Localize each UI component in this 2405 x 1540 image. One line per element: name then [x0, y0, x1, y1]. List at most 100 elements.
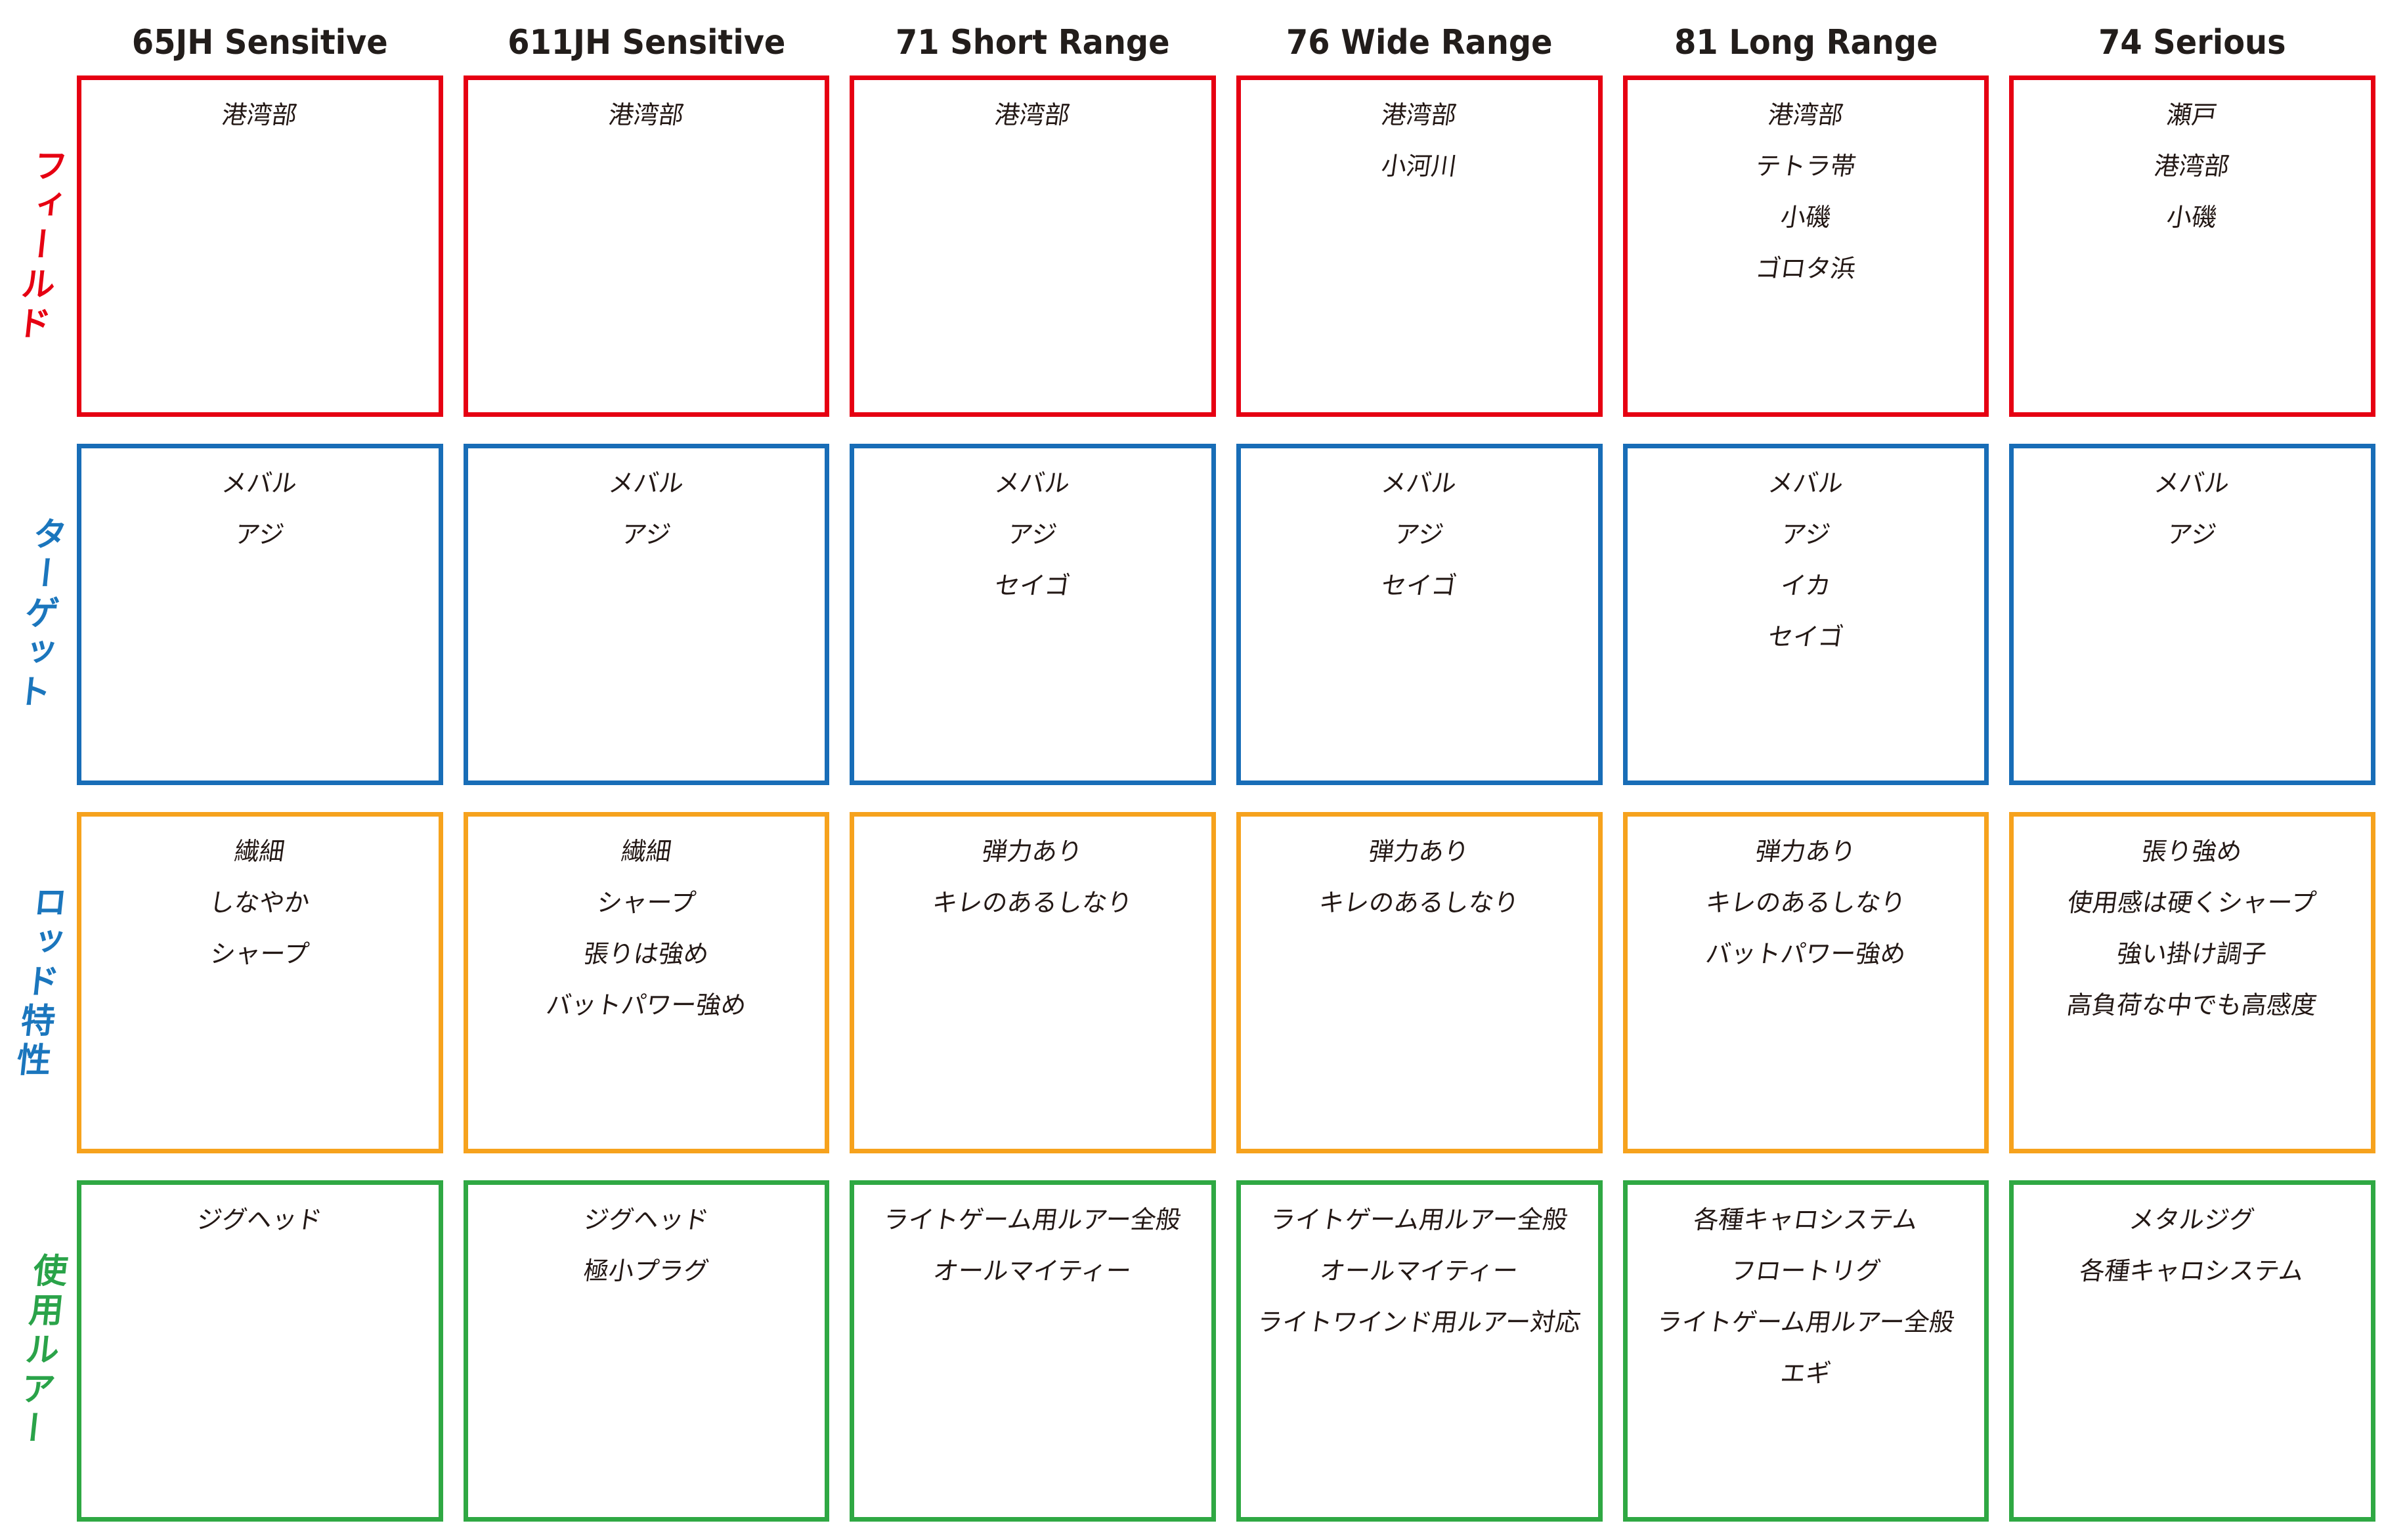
cell-lure: ジグヘッド — [77, 1180, 443, 1522]
cell-field: 港湾部テトラ帯小磯ゴロタ浜 — [1622, 75, 1989, 417]
cell-rod: 繊細しなやかシャープ — [77, 812, 443, 1153]
cell-field: 港湾部 — [77, 75, 443, 417]
cell-text: 港湾部 — [2152, 151, 2232, 181]
cell-text: 港湾部 — [606, 100, 686, 129]
cell-text: ライトゲーム用ルアー全般 — [1655, 1307, 1957, 1337]
cell-text: ゴロタ浜 — [1753, 253, 1858, 283]
cell-text: フロートリグ — [1728, 1256, 1883, 1285]
cell-text: アジ — [1392, 519, 1446, 549]
row-label-target: ターゲット — [0, 444, 77, 785]
column-title: 76 Wide Range — [1286, 23, 1553, 62]
cell-target: メバルアジセイゴ — [1236, 444, 1603, 785]
column-title: 74 Serious — [2098, 23, 2286, 62]
cell-text: セイゴ — [993, 570, 1072, 600]
cell-target: メバルアジ — [77, 444, 443, 785]
cell-text: オールマイティー — [1318, 1256, 1520, 1285]
cell-text: シャープ — [595, 888, 697, 917]
row-label-text: 使用ルアー — [9, 1252, 69, 1449]
cell-field: 港湾部 — [463, 75, 830, 417]
cell-text: ジグヘッド — [195, 1205, 324, 1234]
column-title: 71 Short Range — [896, 23, 1170, 62]
cell-text: 弾力あり — [1367, 836, 1471, 866]
cell-rod: 繊細シャープ張りは強めバットパワー強め — [463, 812, 830, 1153]
cell-text: ジグヘッド — [581, 1205, 711, 1234]
row-field: フィールド 港湾部港湾部港湾部港湾部小河川港湾部テトラ帯小磯ゴロタ浜瀬戸港湾部小… — [0, 75, 2375, 417]
cell-field: 港湾部 — [850, 75, 1216, 417]
cell-lure: ライトゲーム用ルアー全般オールマイティーライトワインド用ルアー対応 — [1236, 1180, 1603, 1522]
cell-text: 港湾部 — [993, 100, 1072, 129]
cell-text: アジ — [1779, 519, 1832, 549]
cell-lure: ライトゲーム用ルアー全般オールマイティー — [850, 1180, 1216, 1522]
cell-text: 港湾部 — [1379, 100, 1459, 129]
cell-target: メバルアジ — [2009, 444, 2375, 785]
cell-text: 小磯 — [1778, 202, 1833, 232]
cell-text: テトラ帯 — [1753, 151, 1858, 181]
cell-text: バットパワー強め — [544, 990, 748, 1019]
row-lures: 使用ルアー ジグヘッドジグヘッド極小プラグライトゲーム用ルアー全般オールマイティ… — [0, 1180, 2375, 1522]
cell-text: キレのあるしなり — [1317, 888, 1521, 917]
cell-text: バットパワー強め — [1703, 939, 1908, 968]
column-title: 81 Long Range — [1674, 23, 1938, 62]
cell-text: 張りは強め — [581, 939, 711, 968]
cells-rod-character: 繊細しなやかシャープ繊細シャープ張りは強めバットパワー強め弾力ありキレのあるしな… — [77, 812, 2375, 1153]
cell-lure: 各種キャロシステムフロートリグライトゲーム用ルアー全般エギ — [1622, 1180, 1989, 1522]
cell-text: エギ — [1778, 1358, 1833, 1388]
cell-text: 瀬戸 — [2165, 100, 2219, 129]
row-label-field: フィールド — [0, 75, 77, 417]
cell-text: オールマイティー — [932, 1256, 1134, 1285]
cell-field: 港湾部小河川 — [1236, 75, 1603, 417]
row-target: ターゲット メバルアジメバルアジメバルアジセイゴメバルアジセイゴメバルアジイカセ… — [0, 444, 2375, 785]
cell-text: メバル — [606, 468, 686, 498]
cell-text: アジ — [619, 519, 673, 549]
cell-text: 小河川 — [1379, 151, 1459, 181]
cell-text: 弾力あり — [980, 836, 1085, 866]
cell-text: 港湾部 — [1766, 100, 1846, 129]
cells-lures: ジグヘッドジグヘッド極小プラグライトゲーム用ルアー全般オールマイティーライトゲー… — [77, 1180, 2375, 1522]
cell-lure: メタルジグ各種キャロシステム — [2009, 1180, 2375, 1522]
cell-text: 繊細 — [618, 836, 674, 866]
cell-target: メバルアジセイゴ — [850, 444, 1216, 785]
cell-text: キレのあるしなり — [930, 888, 1135, 917]
column-title: 611JH Sensitive — [507, 23, 786, 62]
cell-text: 各種キャロシステム — [1691, 1205, 1920, 1234]
cell-text: アジ — [232, 519, 286, 549]
cell-text: アジ — [1006, 519, 1060, 549]
cells-field: 港湾部港湾部港湾部港湾部小河川港湾部テトラ帯小磯ゴロタ浜瀬戸港湾部小磯 — [77, 75, 2375, 417]
cell-text: メバル — [1379, 468, 1459, 498]
cell-field: 瀬戸港湾部小磯 — [2009, 75, 2375, 417]
cell-text: アジ — [2165, 519, 2219, 549]
row-label-lures: 使用ルアー — [0, 1180, 77, 1522]
cell-text: キレのあるしなり — [1703, 888, 1908, 917]
cell-text: メバル — [220, 468, 299, 498]
column-headers: 65JH Sensitive 611JH Sensitive 71 Short Ra… — [77, 0, 2375, 75]
cell-text: 小磯 — [2165, 202, 2219, 232]
cell-text: 張り強め — [2140, 836, 2244, 866]
cell-rod: 弾力ありキレのあるしなりバットパワー強め — [1622, 812, 1989, 1153]
cell-text: 繊細 — [232, 836, 287, 866]
cell-text: イカ — [1778, 570, 1833, 600]
row-rod-character: ロッド特性 繊細しなやかシャープ繊細シャープ張りは強めバットパワー強め弾力ありキ… — [0, 812, 2375, 1153]
row-label-text: フィールド — [9, 148, 69, 345]
cell-rod: 弾力ありキレのあるしなり — [1236, 812, 1603, 1153]
cell-text: セイゴ — [1379, 570, 1459, 600]
cell-rod: 弾力ありキレのあるしなり — [850, 812, 1216, 1153]
cell-text: 弾力あり — [1753, 836, 1858, 866]
cell-text: 港湾部 — [220, 100, 299, 129]
cell-text: セイゴ — [1766, 622, 1846, 651]
column-title: 65JH Sensitive — [131, 23, 388, 62]
cell-target: メバルアジイカセイゴ — [1622, 444, 1989, 785]
cell-rod: 張り強め使用感は硬くシャープ強い掛け調子高負荷な中でも高感度 — [2009, 812, 2375, 1153]
cell-text: 高負荷な中でも高感度 — [2065, 990, 2319, 1019]
cells-target: メバルアジメバルアジメバルアジセイゴメバルアジセイゴメバルアジイカセイゴメバルア… — [77, 444, 2375, 785]
cell-text: 強い掛け調子 — [2115, 939, 2269, 968]
cell-lure: ジグヘッド極小プラグ — [463, 1180, 830, 1522]
cell-text: 極小プラグ — [581, 1256, 711, 1285]
cell-text: メバル — [993, 468, 1072, 498]
cell-text: ライトワインド用ルアー対応 — [1255, 1307, 1583, 1337]
cell-target: メバルアジ — [463, 444, 830, 785]
cell-text: 使用感は硬くシャープ — [2066, 888, 2318, 917]
cell-text: ライトゲーム用ルアー全般 — [882, 1205, 1184, 1234]
row-label-rod-character: ロッド特性 — [0, 812, 77, 1153]
cell-text: ライトゲーム用ルアー全般 — [1268, 1205, 1570, 1234]
